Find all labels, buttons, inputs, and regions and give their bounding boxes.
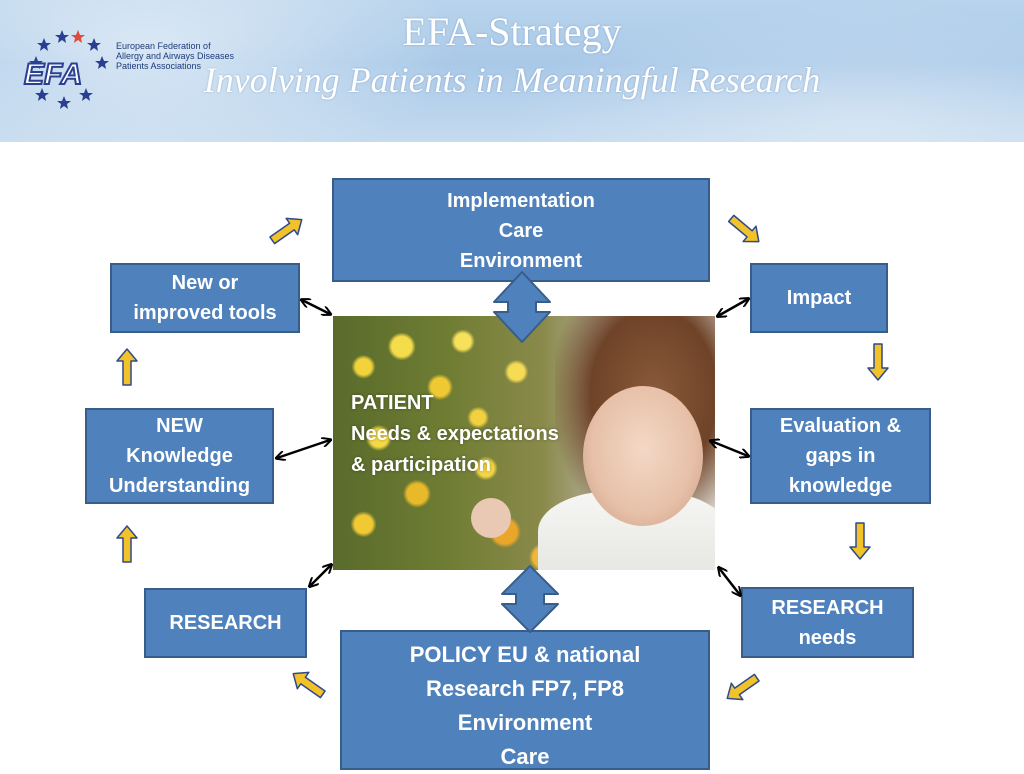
flow-arrow-icon bbox=[867, 343, 889, 381]
logo-letters: EFA bbox=[24, 58, 82, 91]
box-implementation: Implementation Care Environment bbox=[332, 178, 710, 282]
flow-arrow-icon bbox=[849, 522, 871, 560]
box-evaluation: Evaluation & gaps in knowledge bbox=[750, 408, 931, 504]
box-new-knowledge: NEW Knowledge Understanding bbox=[85, 408, 274, 504]
connector-arrow-icon bbox=[718, 299, 748, 316]
flow-arrow-icon bbox=[265, 210, 309, 250]
box-impact: Impact bbox=[750, 263, 888, 333]
efa-star-ring-icon: EFA bbox=[23, 30, 109, 109]
connector-arrow-icon bbox=[277, 440, 330, 458]
connector-arrow-icon bbox=[302, 300, 330, 314]
efa-logo: EFA European Federation of Allergy and A… bbox=[18, 26, 238, 116]
box-new-tools: New or improved tools bbox=[110, 263, 300, 333]
page-subtitle: Involving Patients in Meaningful Researc… bbox=[203, 60, 821, 100]
patient-photo: PATIENT Needs & expectations & participa… bbox=[333, 316, 715, 570]
double-arrow-bottom-icon bbox=[501, 565, 559, 633]
page-title: EFA-Strategy bbox=[402, 9, 622, 54]
box-research-needs: RESEARCH needs bbox=[741, 587, 914, 658]
box-research: RESEARCH bbox=[144, 588, 307, 658]
logo-org-name: European Federation of Allergy and Airwa… bbox=[116, 41, 235, 71]
flow-arrow-icon bbox=[724, 210, 766, 250]
flow-arrow-icon bbox=[286, 664, 330, 704]
box-policy: POLICY EU & national Research FP7, FP8 E… bbox=[340, 630, 710, 770]
connector-arrow-icon bbox=[719, 568, 740, 595]
flow-arrow-icon bbox=[720, 668, 764, 708]
header-banner: EFA European Federation of Allergy and A… bbox=[0, 0, 1024, 142]
connector-arrow-icon bbox=[310, 565, 331, 586]
connector-arrow-icon bbox=[711, 441, 748, 456]
patient-label: PATIENT Needs & expectations & participa… bbox=[351, 392, 559, 476]
flow-arrow-icon bbox=[116, 525, 138, 563]
flow-arrow-icon bbox=[116, 348, 138, 386]
